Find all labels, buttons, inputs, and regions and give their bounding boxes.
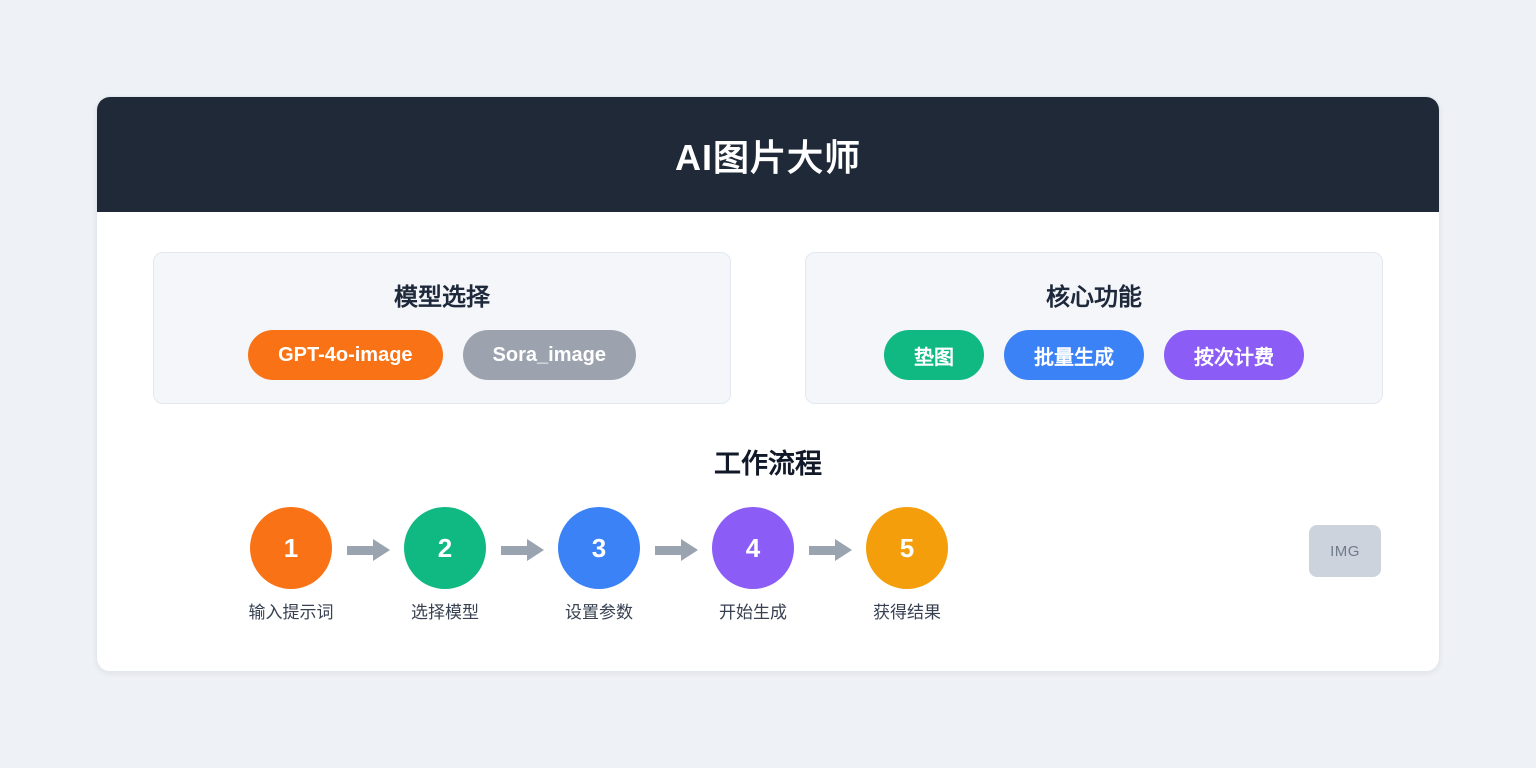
core-features-title: 核心功能 [1046,284,1142,311]
model-pill-row: GPT-4o-image Sora_image [154,330,730,380]
arrow-right-icon [655,545,681,555]
feature-pill-row: 垫图 批量生成 按次计费 [806,330,1382,380]
step-label-2: 选择模型 [411,603,479,622]
workflow-step-3: 3 设置参数 [549,507,649,623]
step-label-4: 开始生成 [719,603,787,622]
arrow-right-icon [501,545,527,555]
model-pill-gpt4o-image[interactable]: GPT-4o-image [248,330,443,380]
workflow-step-4: 4 开始生成 [703,507,803,623]
workflow-step-1: 1 输入提示词 [241,507,341,623]
page-title: AI图片大师 [674,136,861,178]
workflow-step-5: 5 获得结果 [857,507,957,623]
feature-pill-pay-per-use[interactable]: 按次计费 [1164,330,1304,380]
page-header: AI图片大师 [97,97,1439,212]
workflow-row: 1 输入提示词 2 选择模型 3 设置参数 4 开始生成 5 获得结果 [97,507,1439,623]
step-circle-1: 1 [250,507,332,589]
workflow-area: 1 输入提示词 2 选择模型 3 设置参数 4 开始生成 5 获得结果 [97,507,1439,623]
arrow-right-icon [347,545,373,555]
workflow-title: 工作流程 [714,449,822,479]
model-pill-sora-image[interactable]: Sora_image [462,330,636,380]
step-label-1: 输入提示词 [248,603,334,622]
step-circle-3: 3 [558,507,640,589]
step-label-3: 设置参数 [565,603,633,622]
feature-pill-base-image[interactable]: 垫图 [884,330,984,380]
model-selection-title: 模型选择 [394,284,490,311]
panels-row: 模型选择 GPT-4o-image Sora_image 核心功能 垫图 批量生… [97,212,1439,404]
feature-pill-batch-generate[interactable]: 批量生成 [1004,330,1144,380]
main-card: AI图片大师 模型选择 GPT-4o-image Sora_image 核心功能… [96,96,1440,672]
step-circle-2: 2 [404,507,486,589]
core-features-panel: 核心功能 垫图 批量生成 按次计费 [805,252,1383,404]
image-placeholder-badge: IMG [1309,525,1381,577]
step-label-5: 获得结果 [873,603,941,622]
step-circle-4: 4 [712,507,794,589]
arrow-right-icon [809,545,835,555]
step-circle-5: 5 [866,507,948,589]
model-selection-panel: 模型选择 GPT-4o-image Sora_image [153,252,731,404]
workflow-step-2: 2 选择模型 [395,507,495,623]
